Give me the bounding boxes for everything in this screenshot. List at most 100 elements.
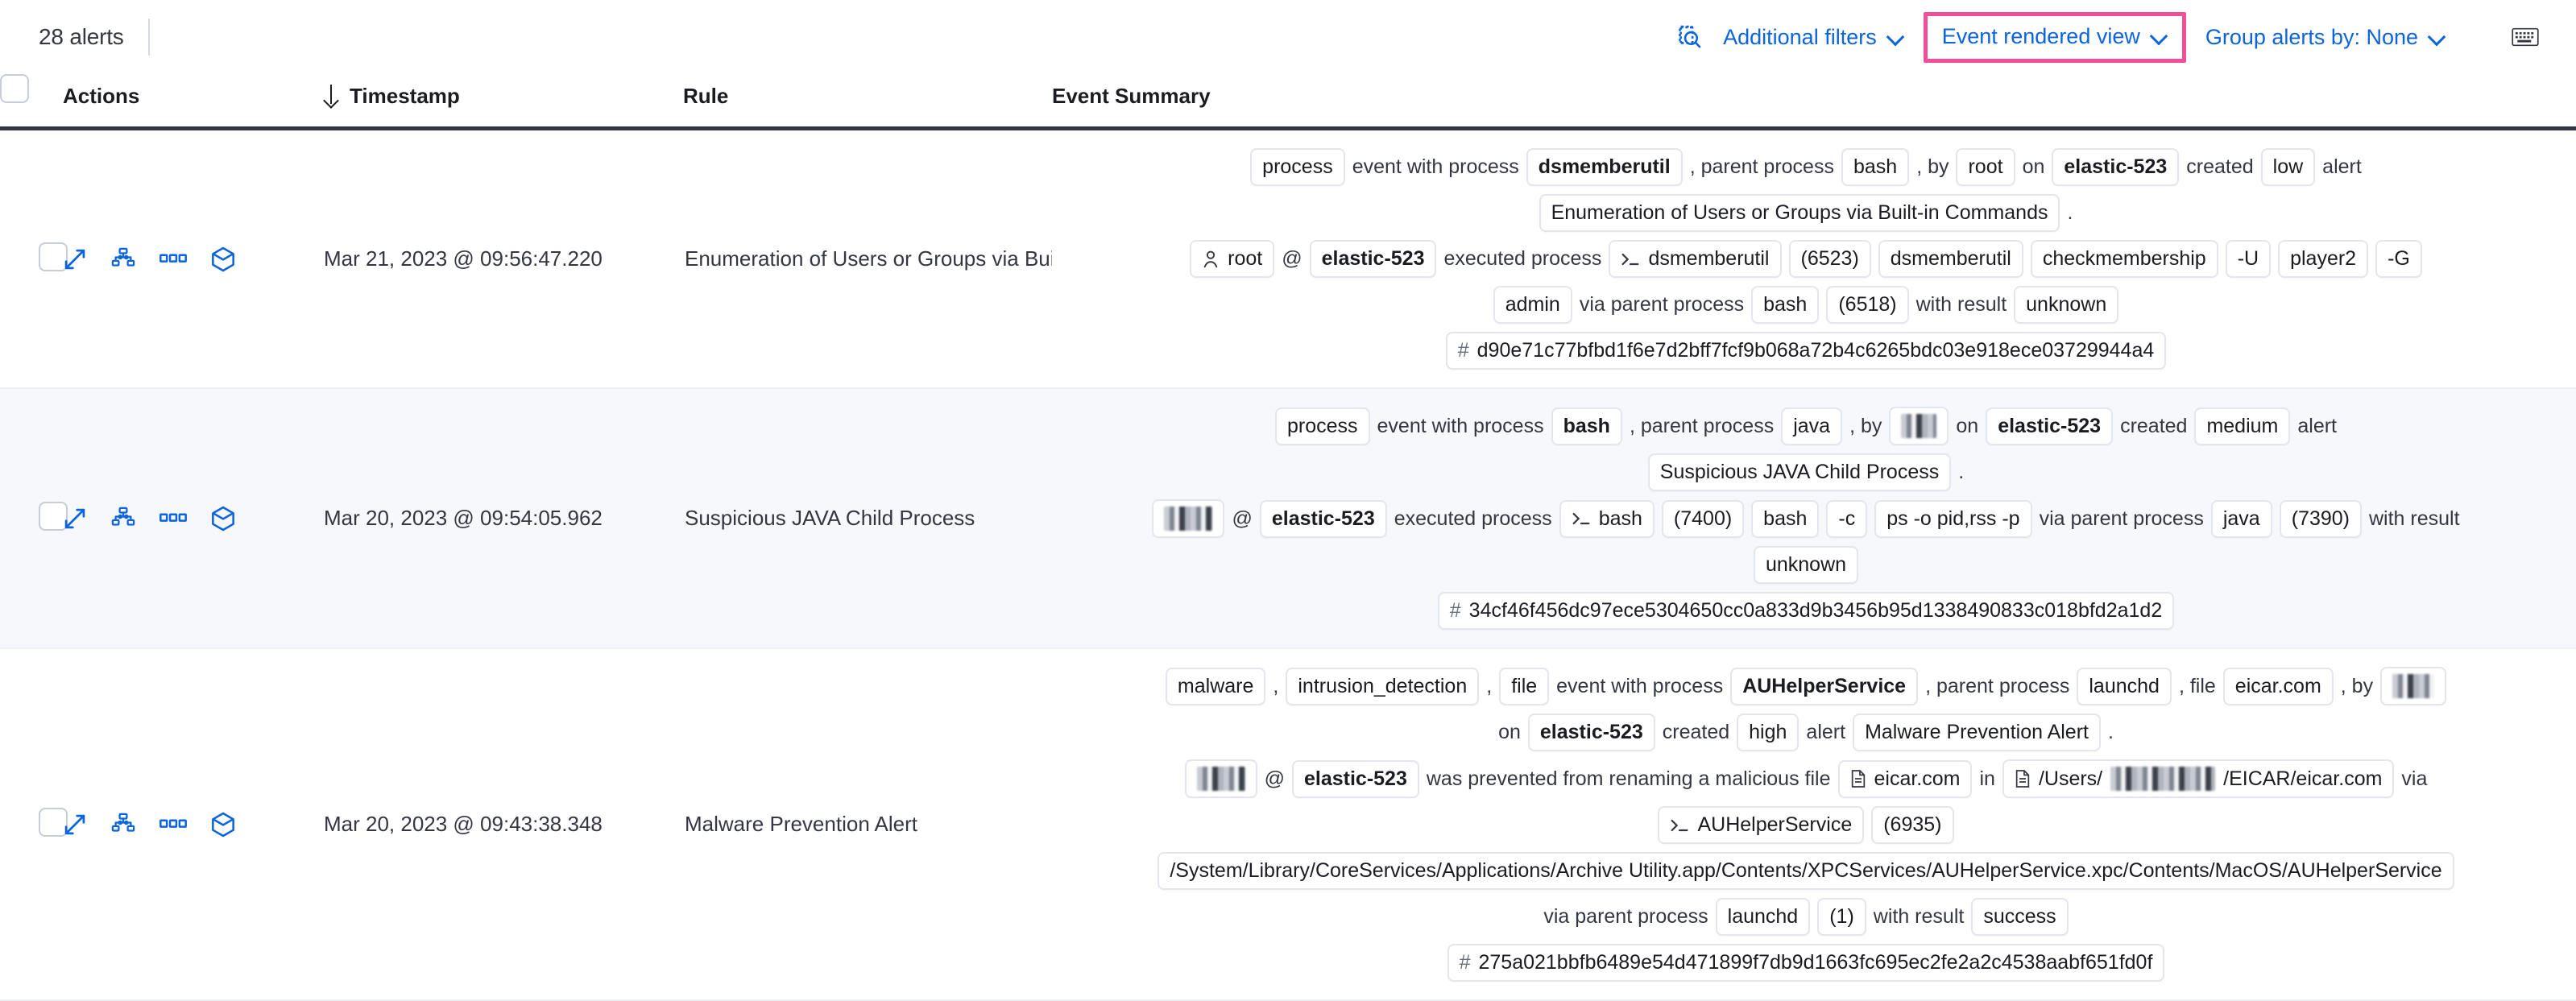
summary-value-chip[interactable]: java	[2210, 499, 2272, 538]
redacted-value-chip[interactable]	[1152, 499, 1225, 538]
summary-value-chip[interactable]: (6523)	[1788, 240, 1871, 278]
event-hash-chip[interactable]: #275a021bbfb6489e54d471899f7db9d1663fc69…	[1447, 944, 2165, 982]
timestamp-header[interactable]: Timestamp	[322, 74, 683, 126]
summary-value-chip[interactable]: success	[1971, 898, 2069, 936]
summary-value-chip[interactable]: bash	[1841, 148, 1910, 186]
summary-value-chip[interactable]: root	[1190, 240, 1275, 278]
expand-icon[interactable]	[63, 813, 87, 837]
more-actions-icon[interactable]	[159, 819, 187, 830]
summary-value-chip[interactable]: elastic-523	[1527, 714, 1655, 751]
chip-label: elastic-523	[1304, 767, 1407, 790]
summary-text: , file	[2178, 674, 2216, 697]
summary-value-chip[interactable]: /System/Library/CoreServices/Application…	[1158, 852, 2454, 890]
summary-value-chip[interactable]: (7400)	[1661, 499, 1745, 538]
summary-value-chip[interactable]: admin	[1493, 286, 1572, 324]
summary-value-chip[interactable]: launchd	[1715, 898, 1811, 936]
summary-value-chip[interactable]: medium	[2194, 407, 2291, 445]
summary-value-chip[interactable]: ps -o pid,rss -p	[1874, 499, 2032, 538]
summary-text: via parent process	[2039, 507, 2204, 530]
event-hash-chip[interactable]: #d90e71c77bfbd1f6e7d2bff7fcf9b068a72b4c6…	[1445, 332, 2167, 370]
more-actions-icon[interactable]	[159, 254, 187, 265]
summary-line: AUHelperService(6935)	[1060, 806, 2552, 844]
summary-value-chip[interactable]: Suspicious JAVA Child Process	[1647, 453, 1952, 491]
keyboard-icon[interactable]	[2507, 22, 2544, 52]
analyze-event-icon[interactable]	[111, 507, 135, 531]
session-view-icon[interactable]	[211, 812, 235, 838]
summary-value-chip[interactable]: Malware Prevention Alert	[1853, 714, 2101, 751]
summary-value-chip[interactable]: dsmemberutil	[1878, 240, 2023, 278]
summary-value-chip[interactable]: (6518)	[1826, 286, 1909, 324]
summary-value-chip[interactable]: AUHelperService	[1730, 667, 1919, 705]
rule-header[interactable]: Rule	[683, 84, 729, 108]
summary-value-chip[interactable]: elastic-523	[1259, 499, 1387, 538]
summary-value-chip[interactable]: file	[1499, 667, 1550, 705]
summary-value-chip[interactable]: unknown	[1753, 546, 1859, 584]
alerts-table-header: Actions Timestamp Rule Event Summary	[0, 74, 2576, 126]
summary-value-chip[interactable]: malware	[1165, 667, 1266, 705]
summary-value-chip[interactable]: intrusion_detection	[1286, 667, 1480, 705]
table-row[interactable]: Mar 20, 2023 @ 09:43:38.348 Malware Prev…	[0, 648, 2576, 1000]
expand-icon[interactable]	[63, 247, 87, 271]
rule-name[interactable]: Enumeration of Users or Groups via Bui	[685, 246, 1052, 271]
summary-value-chip[interactable]: dsmemberutil	[1526, 148, 1683, 186]
summary-value-chip[interactable]: elastic-523	[1309, 240, 1437, 278]
summary-text: @	[1282, 247, 1302, 270]
file-path-chip[interactable]: /Users//EICAR/eicar.com	[2002, 759, 2395, 798]
summary-value-chip[interactable]: process	[1250, 148, 1345, 186]
group-alerts-by-button[interactable]: Group alerts by: None	[2191, 17, 2460, 58]
event-rendered-view-button[interactable]: Event rendered view	[1936, 21, 2174, 52]
summary-value-chip[interactable]: checkmembership	[2030, 240, 2218, 278]
summary-value-chip[interactable]: high	[1737, 714, 1799, 751]
table-row[interactable]: Mar 20, 2023 @ 09:54:05.962 Suspicious J…	[0, 388, 2576, 648]
summary-text: via parent process	[1579, 293, 1745, 316]
inspect-search-icon[interactable]	[1671, 19, 1708, 56]
analyze-event-icon[interactable]	[111, 813, 135, 837]
summary-line: /System/Library/CoreServices/Application…	[1060, 852, 2552, 890]
session-view-icon[interactable]	[211, 246, 235, 272]
summary-value-chip[interactable]: process	[1274, 407, 1370, 445]
summary-value-chip[interactable]: bash	[1751, 286, 1820, 324]
additional-filters-button[interactable]: Additional filters	[1708, 17, 1919, 58]
summary-value-chip[interactable]: unknown	[2014, 286, 2119, 324]
summary-value-chip[interactable]: root	[1956, 148, 2015, 186]
more-actions-icon[interactable]	[159, 513, 187, 524]
expand-icon[interactable]	[63, 507, 87, 531]
summary-value-chip[interactable]: elastic-523	[1292, 759, 1419, 798]
summary-value-chip[interactable]: -U	[2225, 240, 2272, 278]
summary-value-chip[interactable]: Enumeration of Users or Groups via Built…	[1539, 194, 2060, 232]
table-row[interactable]: Mar 21, 2023 @ 09:56:47.220 Enumeration …	[0, 130, 2576, 388]
summary-value-chip[interactable]: -c	[1826, 499, 1868, 538]
rule-name[interactable]: Suspicious JAVA Child Process	[685, 506, 975, 530]
summary-value-chip[interactable]: (7390)	[2279, 499, 2362, 538]
summary-value-chip[interactable]: java	[1781, 407, 1843, 445]
event-summary-header[interactable]: Event Summary	[1052, 84, 1211, 108]
summary-value-chip[interactable]: eicar.com	[2222, 667, 2334, 705]
rule-name[interactable]: Malware Prevention Alert	[685, 812, 918, 836]
redacted-value-chip[interactable]	[2380, 667, 2447, 705]
redacted-value-chip[interactable]	[1184, 759, 1257, 798]
row-checkbox[interactable]	[39, 502, 68, 531]
event-hash-chip[interactable]: #34cf46f456dc97ece5304650cc0a833d9b3456b…	[1437, 592, 2175, 630]
summary-value-chip[interactable]: elastic-523	[2052, 148, 2180, 186]
summary-value-chip[interactable]: low	[2260, 148, 2316, 186]
row-checkbox[interactable]	[39, 242, 68, 271]
summary-value-chip[interactable]: player2	[2278, 240, 2369, 278]
summary-value-chip[interactable]: bash	[1559, 499, 1655, 538]
summary-value-chip[interactable]: elastic-523	[1986, 407, 2114, 445]
analyze-event-icon[interactable]	[111, 247, 135, 271]
summary-value-chip[interactable]: eicar.com	[1837, 759, 1973, 798]
summary-value-chip[interactable]: dsmemberutil	[1609, 240, 1782, 278]
summary-value-chip[interactable]: bash	[1751, 499, 1820, 538]
summary-value-chip[interactable]: launchd	[2077, 667, 2172, 705]
summary-value-chip[interactable]: -G	[2375, 240, 2422, 278]
session-view-icon[interactable]	[211, 506, 235, 532]
summary-value-chip[interactable]: (1)	[1817, 898, 1866, 936]
summary-text: alert	[2297, 414, 2338, 437]
chip-label: Malware Prevention Alert	[1865, 721, 2089, 743]
redacted-value-chip[interactable]	[1889, 407, 1949, 445]
select-all-checkbox[interactable]	[0, 74, 29, 103]
summary-value-chip[interactable]: AUHelperService	[1658, 806, 1865, 844]
summary-value-chip[interactable]: (6935)	[1871, 806, 1954, 844]
summary-value-chip[interactable]: bash	[1551, 407, 1622, 445]
row-checkbox[interactable]	[39, 808, 68, 837]
